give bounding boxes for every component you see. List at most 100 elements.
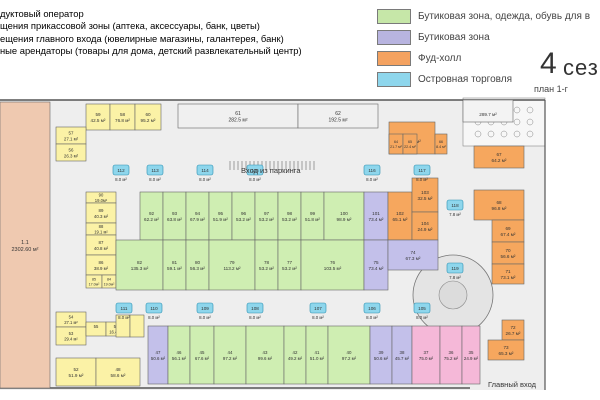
store-outline [208,191,233,241]
store-area: 21.7 м² [390,145,402,149]
store-number: 95 [218,211,224,216]
main-entrance-label: Главный вход [488,380,537,389]
store-area: 56.1 м² [172,356,187,361]
store-area: 19.0м² [95,198,108,203]
store-area: 32.5 м² [418,196,433,201]
kiosk-number: 108 [251,306,259,311]
store-outline [461,325,481,385]
store-area: 40.3 м² [94,214,109,219]
store-area: 38.9 м² [94,266,109,271]
store-outline [411,211,439,241]
store-area: 50.6 м² [374,356,389,361]
store-number: 94 [195,211,201,216]
store-area: 103.5 м² [324,266,342,271]
store-area: 73.4 м² [369,266,384,271]
store-number: 92 [149,211,155,216]
store-outline [185,239,210,291]
kiosk-outline [246,164,264,176]
store-number: 36 [449,350,454,355]
kiosk-area: 8.0 м² [366,315,378,320]
store-area: 53.2 м² [259,266,274,271]
store-area: 19.0м² [104,283,115,287]
kiosk-outline [146,164,164,176]
title-number: 4 [540,47,557,80]
store-number: 69 [505,226,511,231]
store-outline [327,325,371,385]
store-outline [491,219,525,243]
kiosk-number: 111 [121,306,128,311]
store-area: 75.0 м² [419,356,434,361]
store-number: 93 [172,211,178,216]
kiosk-outline [246,302,264,314]
kiosk-outline [112,164,130,176]
store-outline [300,191,325,241]
store-number: 44 [228,350,233,355]
store-area: 113.2 м² [223,266,241,271]
kiosk-number: 106 [368,306,376,311]
store-area: 75.2 м² [444,356,459,361]
table-seat [513,130,521,138]
table-seat [513,106,521,114]
kiosk-area: 8.0 м² [312,315,324,320]
store-area: 62.2 м² [144,217,159,222]
table-seat [513,118,521,126]
kiosk-number: 119 [451,266,459,271]
store-number: 97 [264,211,270,216]
legend-zone-label: Фуд-холл [418,53,462,64]
store-number: 59 [95,112,101,117]
kiosk-outline [446,199,464,211]
store-outline [55,143,87,162]
store-outline [434,133,448,155]
store-number: 100 [340,211,348,216]
table-seat [474,130,482,138]
kiosk-area: 8.0 м² [199,177,211,182]
store-area: 24.9 м² [418,227,433,232]
store-outline [277,239,302,291]
kiosk-outline [446,262,464,274]
kiosk-outline [413,302,431,314]
store-outline [411,177,439,213]
store-area: 51.9 м² [69,373,84,378]
legend-zone-label: Бутиковая зона [418,32,490,43]
store-number: 47 [156,350,161,355]
kiosk-area: 8.0 м² [148,315,160,320]
store-number: 78 [264,260,270,265]
table-seat [526,118,534,126]
store-outline [487,339,525,361]
store-number: 45 [200,350,205,355]
store-outline [501,319,525,341]
kiosk-number: 105 [418,306,426,311]
kiosk-area: 8.0 м² [416,315,428,320]
store-outline [363,239,389,291]
store-number: 54 [69,315,74,320]
store-number: 66 [439,140,443,144]
store-number: 86 [99,260,104,265]
store-number: 43 [263,350,268,355]
store-area: 50.6 м² [151,356,166,361]
